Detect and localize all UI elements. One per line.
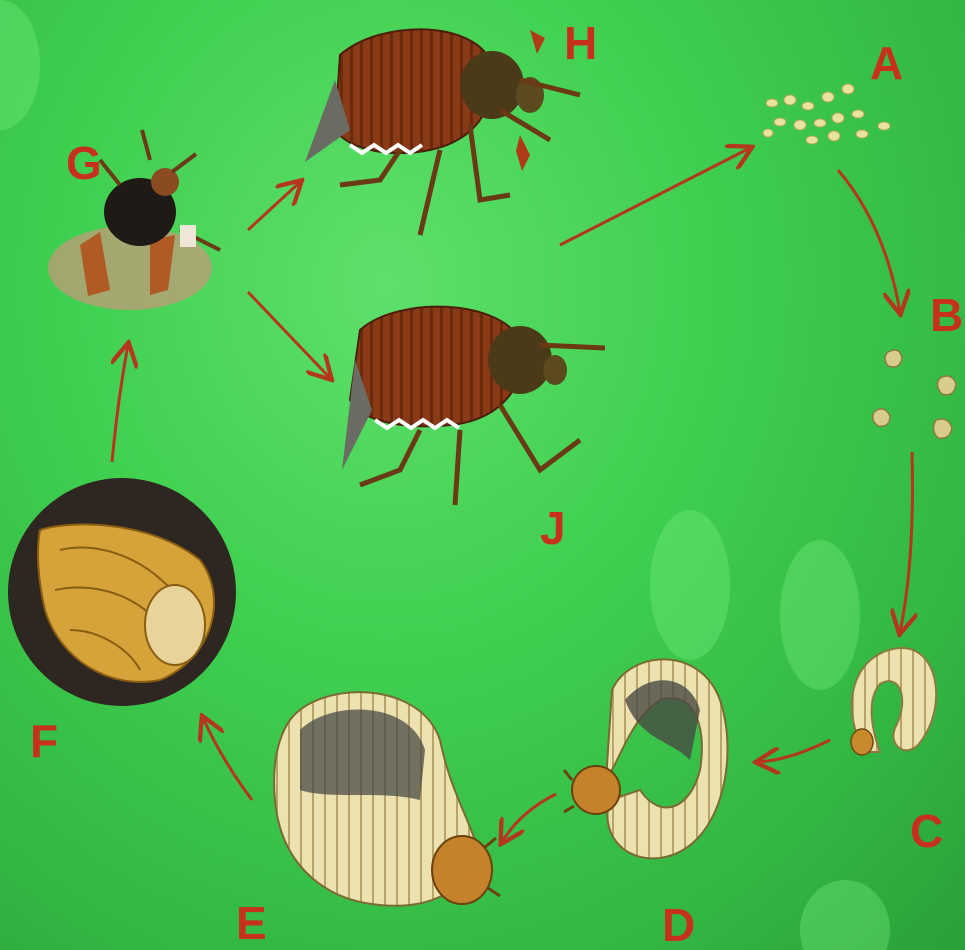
label-b: B [930,292,963,338]
label-a: A [870,40,903,86]
large-larva-icon [274,692,500,906]
arrow-e-to-f [203,718,252,800]
arrow-a-to-b [838,170,900,312]
arrow-f-to-g [112,345,128,462]
adult-beetle-icon [342,307,605,505]
hatchlings-icon [873,350,956,438]
small-larva-icon [851,648,936,755]
label-g: G [66,140,102,186]
arrow-c-to-d [758,740,830,762]
label-j: J [540,505,566,551]
adult-beetle-icon [305,29,580,235]
label-h: H [564,20,597,66]
label-c: C [910,808,943,854]
arrow-d-to-e [502,794,556,842]
label-f: F [30,718,58,764]
label-e: E [236,900,267,946]
arrows [112,148,913,842]
arrow-g-to-h [248,182,300,230]
pupa-icon [8,478,236,706]
medium-larva-icon [564,659,728,858]
label-d: D [662,902,695,948]
arrow-adult-to-a [560,148,750,245]
arrow-b-to-c [900,452,913,632]
eggs-icon [763,84,890,144]
arrow-g-to-j [248,292,330,378]
